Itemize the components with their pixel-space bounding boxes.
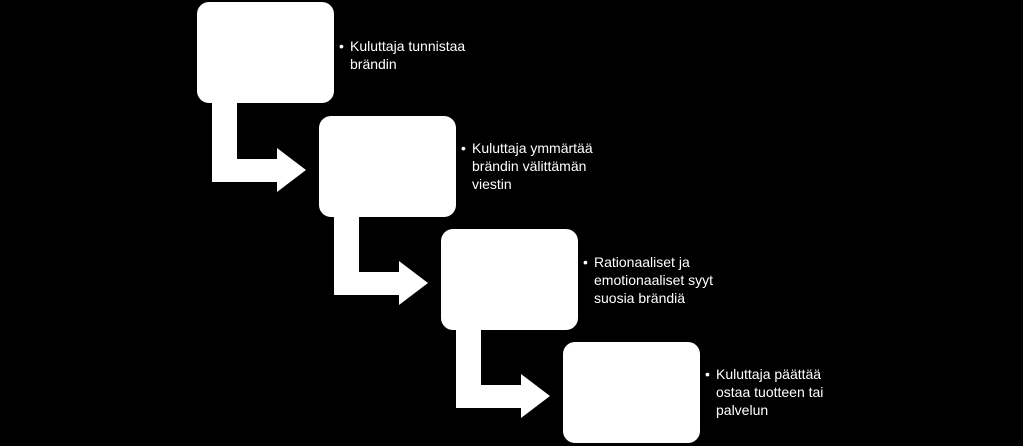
step-note-4-text: Kuluttaja päättää ostaa tuotteen tai pal… <box>705 365 845 419</box>
step-box-2 <box>319 116 456 217</box>
step-note-1-text: Kuluttaja tunnistaa brändin <box>339 37 479 73</box>
bent-arrow-3 <box>456 329 550 418</box>
step-note-2: Kuluttaja ymmärtää brändin välittämän vi… <box>461 139 601 193</box>
step-box-4 <box>563 342 700 443</box>
bent-arrow-2 <box>334 216 428 305</box>
step-note-3-text: Rationaaliset ja emotionaaliset syyt suo… <box>583 253 723 307</box>
bent-arrow-1 <box>212 103 306 192</box>
step-box-1 <box>197 2 334 103</box>
step-note-4: Kuluttaja päättää ostaa tuotteen tai pal… <box>705 365 845 419</box>
step-box-3 <box>441 229 578 330</box>
step-note-1: Kuluttaja tunnistaa brändin <box>339 37 479 73</box>
step-note-3: Rationaaliset ja emotionaaliset syyt suo… <box>583 253 723 307</box>
step-note-2-text: Kuluttaja ymmärtää brändin välittämän vi… <box>461 139 601 193</box>
